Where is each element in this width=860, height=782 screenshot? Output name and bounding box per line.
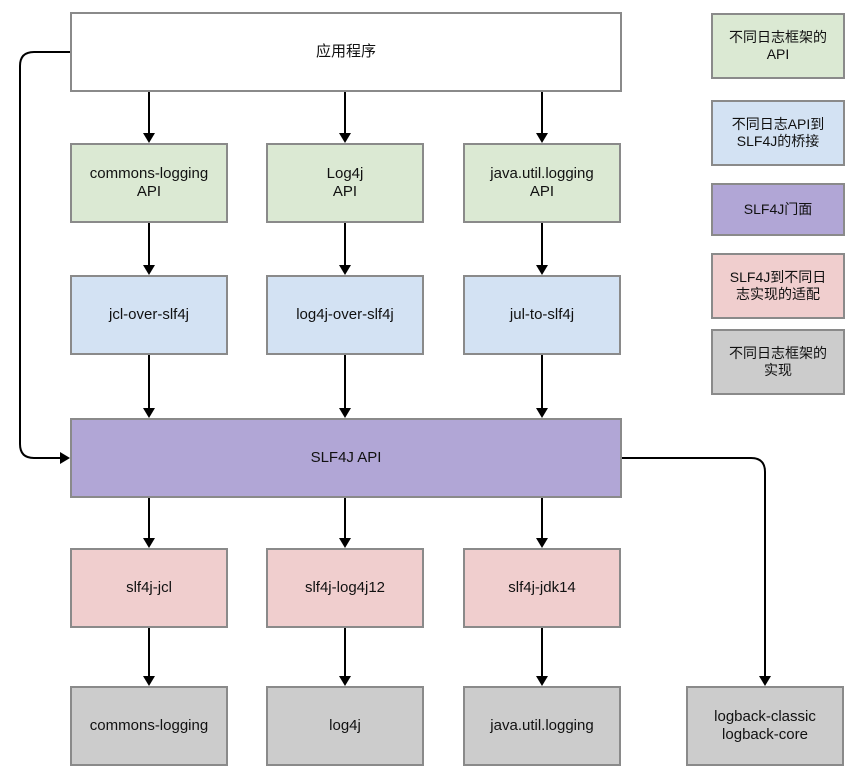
slf4j-api-label: SLF4J API — [310, 449, 382, 466]
api-box-log4j: Log4j API — [266, 143, 424, 223]
arrowhead — [143, 408, 155, 418]
bridge-label: jcl-over-slf4j — [108, 306, 189, 323]
adapter-label: slf4j-jdk14 — [508, 579, 576, 596]
api-box-java-util-logging: java.util.logging API — [463, 143, 621, 223]
arrowhead — [339, 676, 351, 686]
impl-label: java.util.logging — [490, 717, 594, 734]
api-label-line1: Log4j — [326, 165, 364, 182]
arrowhead — [339, 408, 351, 418]
api-label-line2: API — [136, 183, 162, 200]
arrowhead — [143, 538, 155, 548]
arrowhead — [536, 265, 548, 275]
arrowhead — [339, 133, 351, 143]
bridge-box-jcl-over-slf4j: jcl-over-slf4j — [70, 275, 228, 355]
bridge-label: jul-to-slf4j — [509, 306, 575, 323]
legend-label-line2: 志实现的适配 — [736, 286, 820, 302]
adapter-label: slf4j-log4j12 — [304, 579, 386, 596]
legend-label-line2: API — [766, 46, 790, 62]
impl-label: commons-logging — [89, 717, 209, 734]
legend-label-line2: 实现 — [764, 362, 792, 378]
arrowhead — [60, 452, 70, 464]
legend-item-impl: 不同日志框架的 实现 — [711, 329, 845, 395]
arrowhead — [536, 676, 548, 686]
bridge-box-jul-to-slf4j: jul-to-slf4j — [463, 275, 621, 355]
impl-box-log4j: log4j — [266, 686, 424, 766]
arrowhead — [536, 538, 548, 548]
adapter-box-slf4j-log4j12: slf4j-log4j12 — [266, 548, 424, 628]
arrowhead — [143, 676, 155, 686]
arrowhead — [536, 408, 548, 418]
bridge-label: log4j-over-slf4j — [296, 306, 394, 323]
arrowhead — [143, 133, 155, 143]
direct-binding-connector — [19, 51, 70, 459]
arrowhead — [339, 538, 351, 548]
api-label-line1: java.util.logging — [490, 165, 594, 182]
api-box-commons-logging: commons-logging API — [70, 143, 228, 223]
bridge-box-log4j-over-slf4j: log4j-over-slf4j — [266, 275, 424, 355]
legend-label-line1: SLF4J门面 — [743, 201, 813, 217]
api-label-line2: API — [332, 183, 358, 200]
legend-label-line1: SLF4J到不同日 — [729, 269, 827, 285]
arrowhead — [536, 133, 548, 143]
legend-label-line2: SLF4J的桥接 — [736, 133, 820, 149]
adapter-box-slf4j-jcl: slf4j-jcl — [70, 548, 228, 628]
adapter-box-slf4j-jdk14: slf4j-jdk14 — [463, 548, 621, 628]
api-label-line1: commons-logging — [89, 165, 209, 182]
arrowhead — [143, 265, 155, 275]
legend-label-line1: 不同日志框架的 — [729, 345, 827, 361]
slf4j-api-box: SLF4J API — [70, 418, 622, 498]
legend-item-facade: SLF4J门面 — [711, 183, 845, 236]
legend-item-api: 不同日志框架的 API — [711, 13, 845, 79]
arrowhead — [339, 265, 351, 275]
impl-box-commons-logging: commons-logging — [70, 686, 228, 766]
api-label-line2: API — [529, 183, 555, 200]
logback-connector — [622, 457, 766, 677]
legend-item-bridge: 不同日志API到 SLF4J的桥接 — [711, 100, 845, 166]
legend-label-line1: 不同日志框架的 — [729, 29, 827, 45]
application-box: 应用程序 — [70, 12, 622, 92]
adapter-label: slf4j-jcl — [126, 579, 172, 596]
arrowhead — [759, 676, 771, 686]
application-label: 应用程序 — [315, 43, 376, 60]
impl-box-java-util-logging: java.util.logging — [463, 686, 621, 766]
legend-item-adapter: SLF4J到不同日 志实现的适配 — [711, 253, 845, 319]
impl-label: log4j — [329, 717, 361, 734]
impl-label-line1: logback-classic — [714, 708, 816, 725]
impl-label-line2: logback-core — [722, 726, 808, 743]
impl-box-logback: logback-classic logback-core — [686, 686, 844, 766]
legend-label-line1: 不同日志API到 — [731, 116, 825, 132]
